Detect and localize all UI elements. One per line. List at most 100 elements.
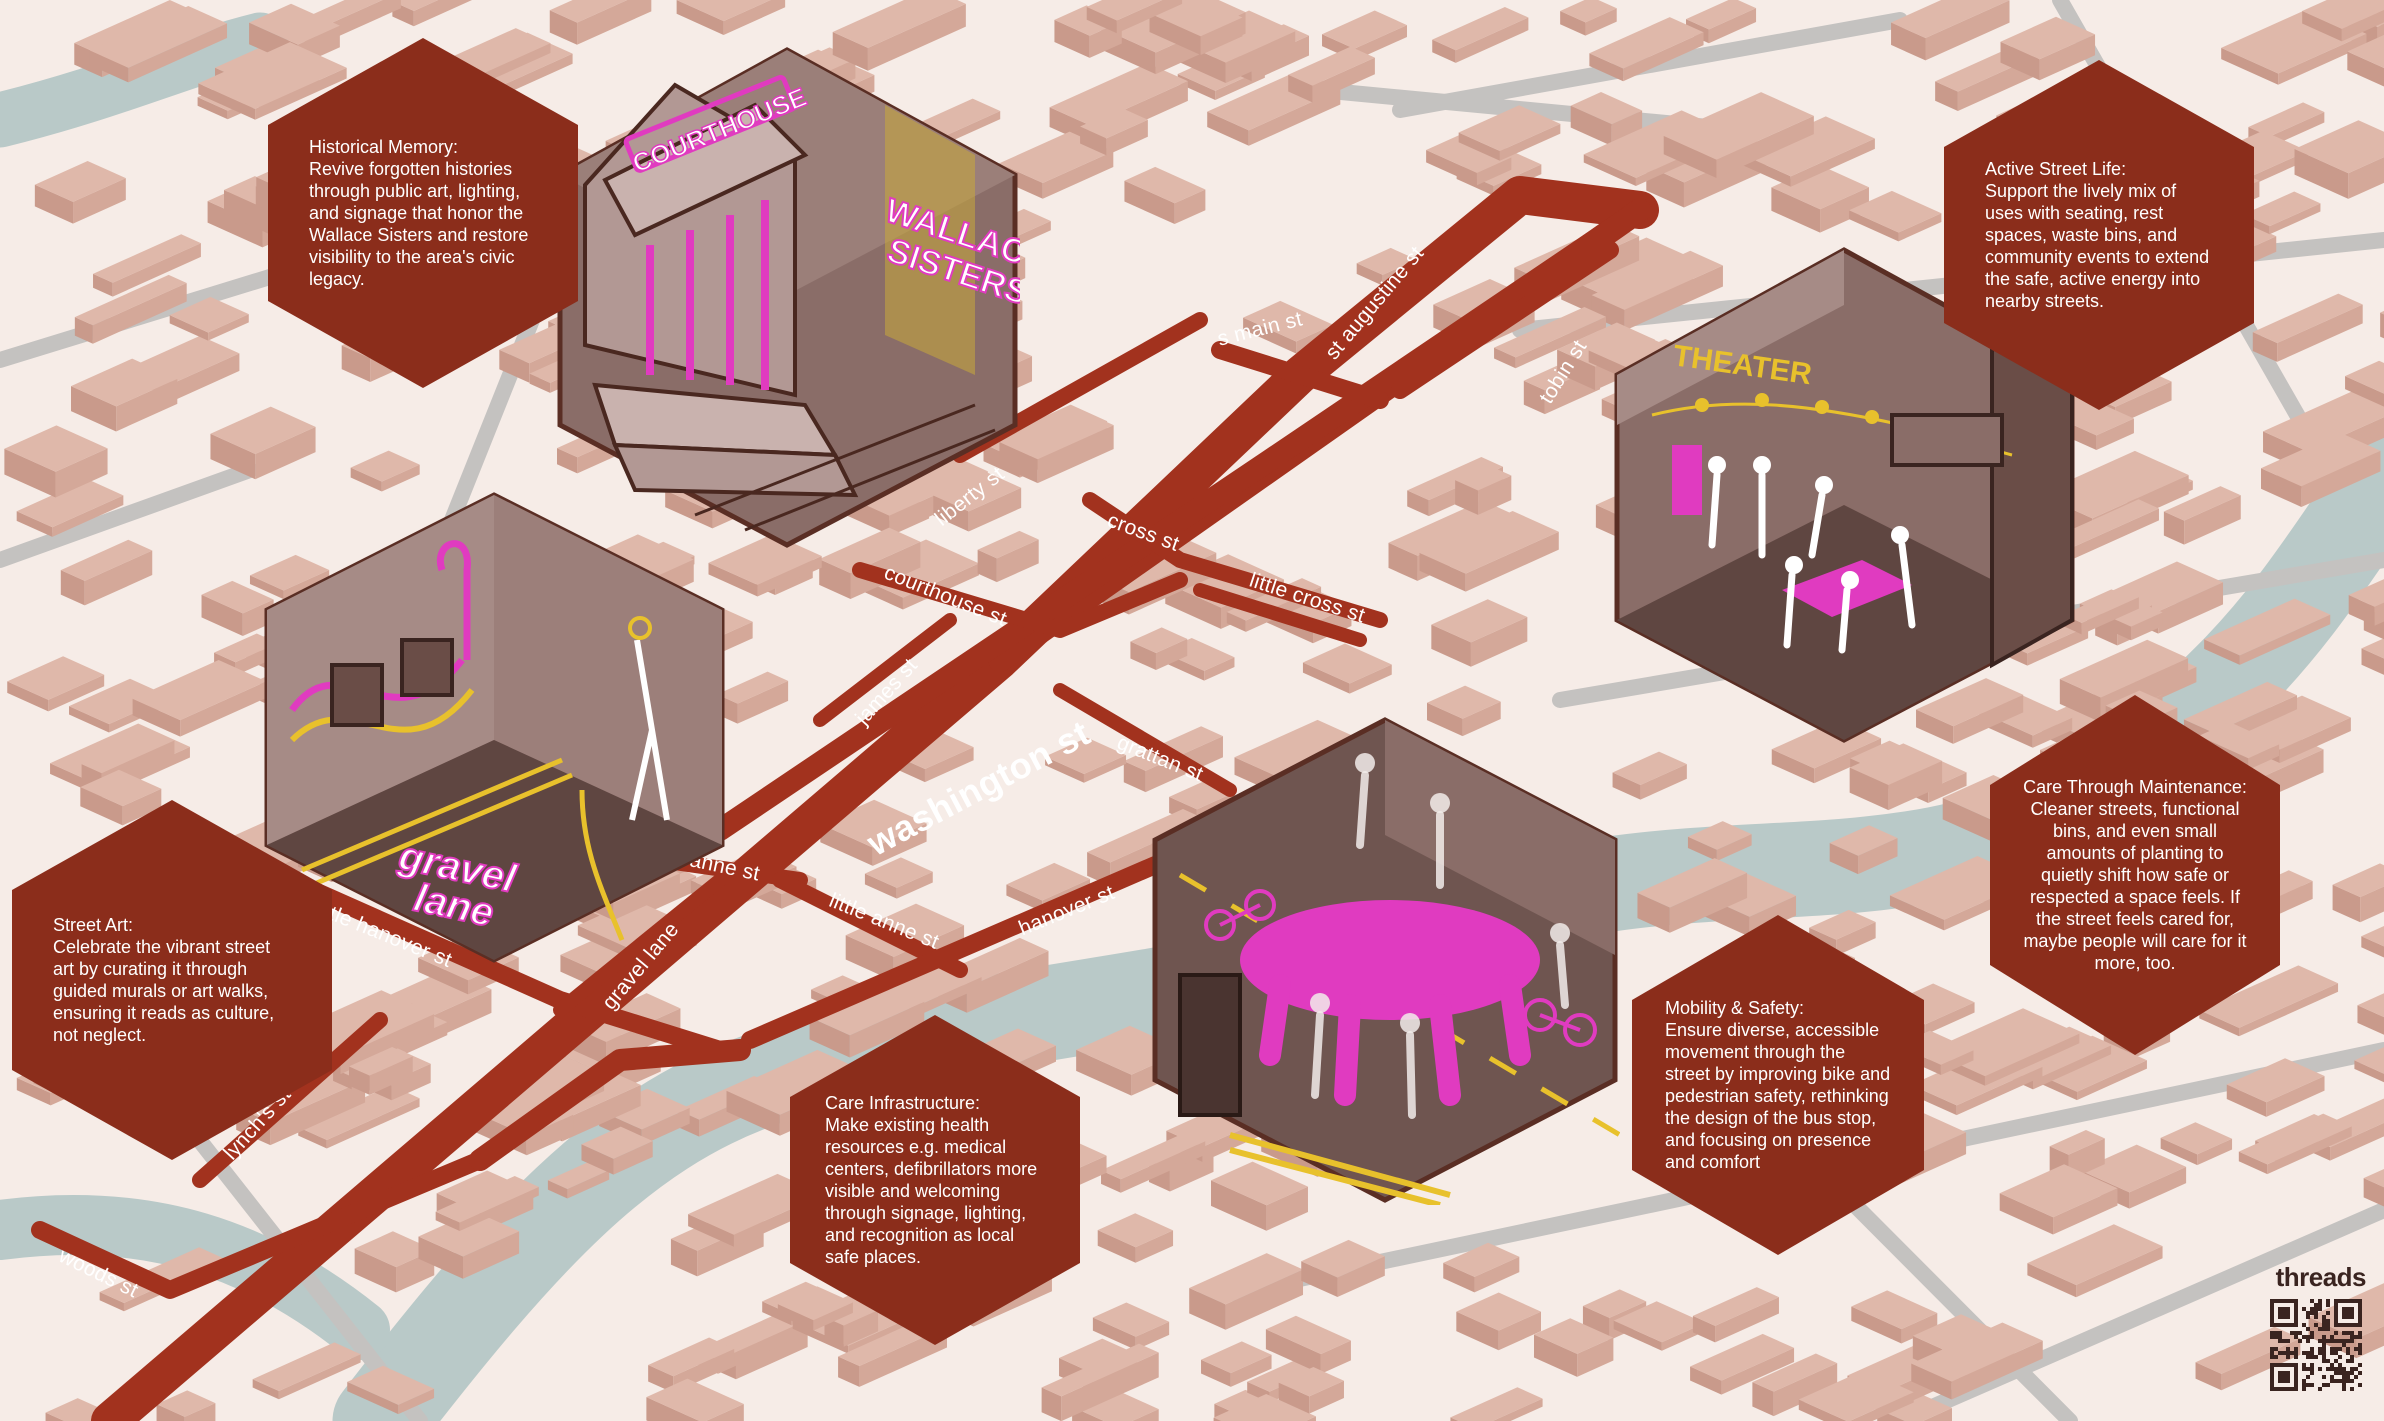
building-block [670, 1238, 698, 1277]
hex-body: Ensure diverse, accessible movement thro… [1665, 1020, 1891, 1172]
hex-street-art: Street Art: Celebrate the vibrant street… [12, 800, 332, 1160]
building-block [180, 681, 267, 737]
building-block [1669, 872, 1748, 933]
building-block [999, 442, 1038, 484]
building-block [2096, 418, 2134, 451]
building-block [52, 495, 124, 537]
building-block [2160, 1122, 2233, 1155]
qr-code-icon[interactable] [2270, 1299, 2362, 1391]
building-block [1225, 1269, 1304, 1330]
hex-title: Mobility & Safety: [1665, 998, 1805, 1018]
hex-body: Cleaner streets, functional bins, and ev… [2023, 799, 2247, 973]
building-block [838, 1356, 860, 1387]
building-block [71, 358, 178, 407]
building-block [1612, 751, 1687, 785]
hex-historical-memory: Historical Memory: Revive forgotten hist… [268, 38, 578, 388]
building-block [2027, 626, 2089, 666]
building-block [1230, 1354, 1272, 1387]
building-block [1207, 111, 1249, 146]
building-block [1935, 81, 1958, 111]
building-block [1708, 8, 1757, 44]
building-block [1458, 132, 1500, 161]
building-block [2053, 1188, 2118, 1235]
building-block [2197, 1138, 2233, 1166]
building-block [1120, 1141, 1206, 1193]
building-block [1771, 187, 1821, 233]
building-block [1591, 250, 1723, 310]
building-block [333, 1068, 352, 1090]
building-block [1637, 892, 1670, 933]
building-block [1956, 1066, 2043, 1116]
building-block [210, 433, 256, 480]
building-block [1663, 92, 1814, 160]
building-block [581, 1126, 653, 1159]
building-block [845, 935, 894, 982]
street-s-main [709, 199, 1651, 841]
building-block [2357, 993, 2384, 1018]
building-block [757, 556, 822, 597]
building-block [2356, 1326, 2384, 1359]
building-block [2076, 1246, 2163, 1298]
building-block [2294, 149, 2349, 199]
building-block [2239, 614, 2331, 665]
building-block [1302, 643, 1392, 684]
building-block [1210, 1161, 1308, 1206]
building-block [2330, 1122, 2384, 1161]
building-block [2278, 33, 2367, 85]
building-block [1045, 737, 1127, 775]
building-block [2131, 612, 2163, 641]
building-block [933, 471, 1022, 512]
building-block [435, 1211, 460, 1232]
building-block [1356, 263, 1383, 286]
building-block [7, 681, 49, 712]
building-block [1426, 150, 1477, 186]
building-block [1201, 1359, 1231, 1387]
building-block [2361, 926, 2384, 947]
building-block [2195, 1362, 2222, 1391]
building-block [350, 450, 420, 482]
building-block [1637, 858, 1748, 908]
building-block [718, 1322, 802, 1374]
building-block [249, 575, 284, 600]
building-block [1891, 22, 1926, 61]
building-block [1225, 31, 1296, 84]
building-block [2360, 886, 2384, 923]
building-block [1278, 1367, 1344, 1397]
street-gravel-lane [553, 873, 727, 1017]
building-block [1561, 237, 1693, 297]
building-block [526, 1114, 574, 1156]
building-block [2033, 1045, 2112, 1090]
building-block [1790, 138, 1875, 187]
building-block [1877, 1408, 1905, 1421]
building-block [2380, 312, 2384, 339]
building-block [2038, 450, 2189, 519]
building-block [1130, 641, 1156, 670]
building-block [45, 1412, 65, 1421]
building-block [2184, 495, 2241, 545]
building-block [169, 315, 209, 341]
building-block [819, 559, 851, 600]
building-block [93, 273, 113, 297]
building-block [1455, 17, 1529, 63]
building-block [708, 562, 758, 597]
building-block [348, 1066, 370, 1095]
building-block [708, 533, 822, 585]
building-block [2027, 1263, 2077, 1298]
building-block [2269, 203, 2321, 235]
building-block [1045, 756, 1084, 783]
building-block [864, 873, 897, 899]
building-block [132, 698, 181, 737]
hex-active-street-life: Active Street Life: Support the lively m… [1944, 60, 2254, 410]
building-block [2000, 41, 2040, 81]
building-block [1213, 1394, 1316, 1421]
building-block [69, 678, 171, 725]
building-block [1083, 755, 1127, 783]
building-block [2243, 191, 2321, 227]
building-block [2129, 1166, 2187, 1209]
building-block [132, 660, 267, 721]
building-block [848, 1319, 905, 1354]
building-block [252, 1342, 361, 1392]
building-block [1557, 349, 1596, 391]
building-block [2160, 1137, 2198, 1166]
